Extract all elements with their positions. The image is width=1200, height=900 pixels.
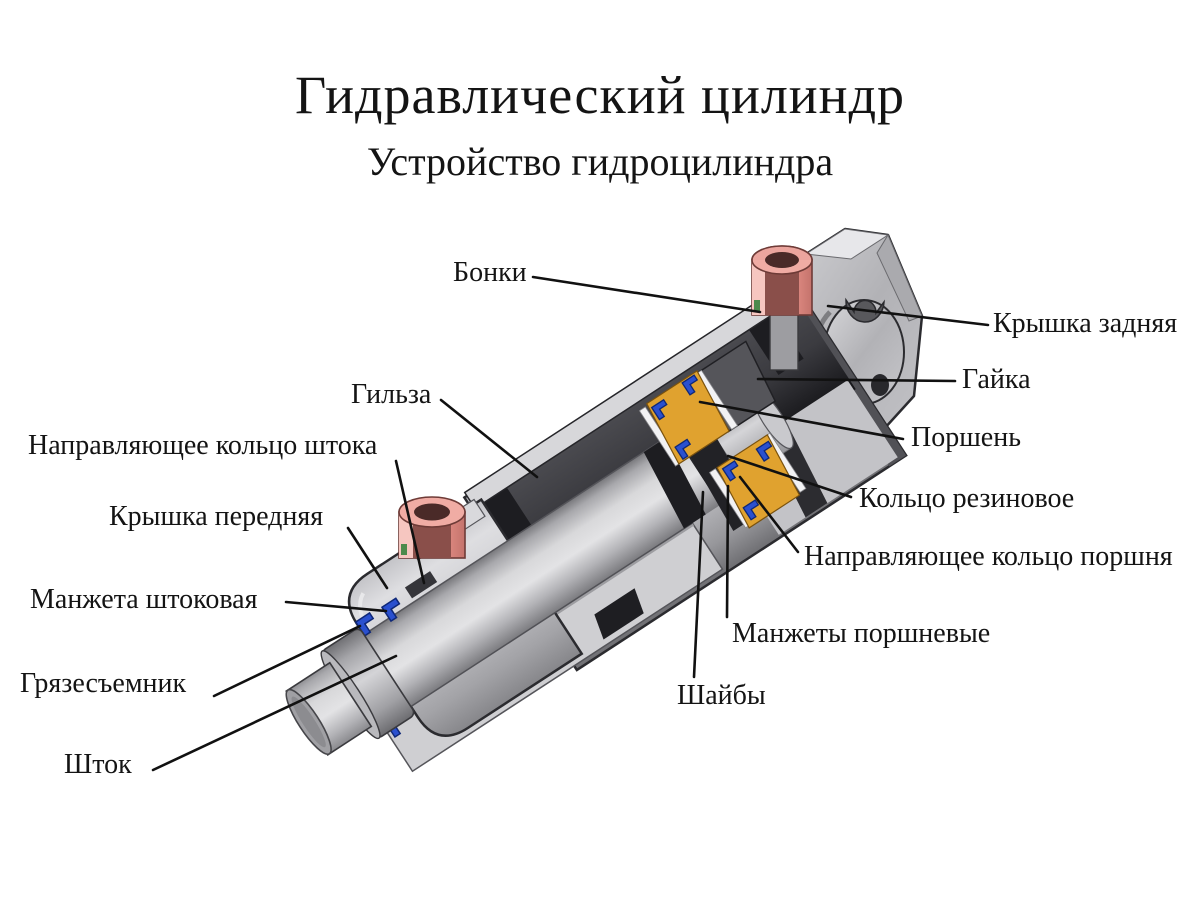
leader-gryaz (212, 624, 362, 698)
leader-lines (151, 275, 990, 772)
label-piston-guide-ring: Направляющее кольцо поршня (804, 541, 1173, 572)
leader-napr-porshnya (738, 475, 800, 554)
piston-rod (363, 433, 721, 708)
label-bonki: Бонки (453, 257, 527, 288)
label-rod-guide-ring: Направляющее кольцо штока (28, 430, 378, 461)
rear-port-channel (769, 311, 799, 371)
label-rubber-ring: Кольцо резиновое (859, 483, 1075, 514)
leader-koltso (726, 454, 853, 499)
leader-manzhety (725, 484, 730, 619)
label-rod: Шток (64, 749, 132, 780)
rear-port-boss (751, 245, 813, 316)
leader-bonki (531, 275, 762, 314)
label-piston: Поршень (911, 422, 1021, 453)
label-barrel: Гильза (351, 379, 432, 410)
rod-dark-ring (643, 437, 706, 529)
front-port-boss (398, 496, 466, 559)
label-front-cap: Крышка передняя (109, 501, 324, 532)
page-title: Гидравлический цилиндр (294, 65, 906, 125)
leader-shayby (692, 490, 705, 679)
piston-seal-upper (638, 369, 739, 467)
leader-gayka (756, 377, 957, 383)
leader-shtok (151, 654, 398, 772)
rod-guide-ring (404, 571, 438, 599)
leader-shtokovaya (284, 600, 388, 613)
rod-seals (354, 571, 438, 637)
leader-zadnyaya (826, 304, 990, 327)
leader-porshen (698, 400, 905, 441)
leader-gilza (439, 398, 539, 479)
rod-tip (285, 661, 373, 756)
label-nut: Гайка (962, 364, 1031, 395)
page-subtitle: Устройство гидроцилиндра (366, 139, 834, 184)
rear-cap-hole (871, 374, 889, 396)
label-rear-cap: Крышка задняя (993, 308, 1178, 339)
label-wiper: Грязесъемник (20, 668, 187, 699)
label-piston-seals: Манжеты поршневые (732, 618, 991, 649)
leader-perednyaya (346, 526, 389, 590)
label-rod-seal: Манжета штоковая (30, 584, 258, 615)
label-washers: Шайбы (677, 680, 766, 711)
leader-napr-shtoka (394, 459, 426, 585)
